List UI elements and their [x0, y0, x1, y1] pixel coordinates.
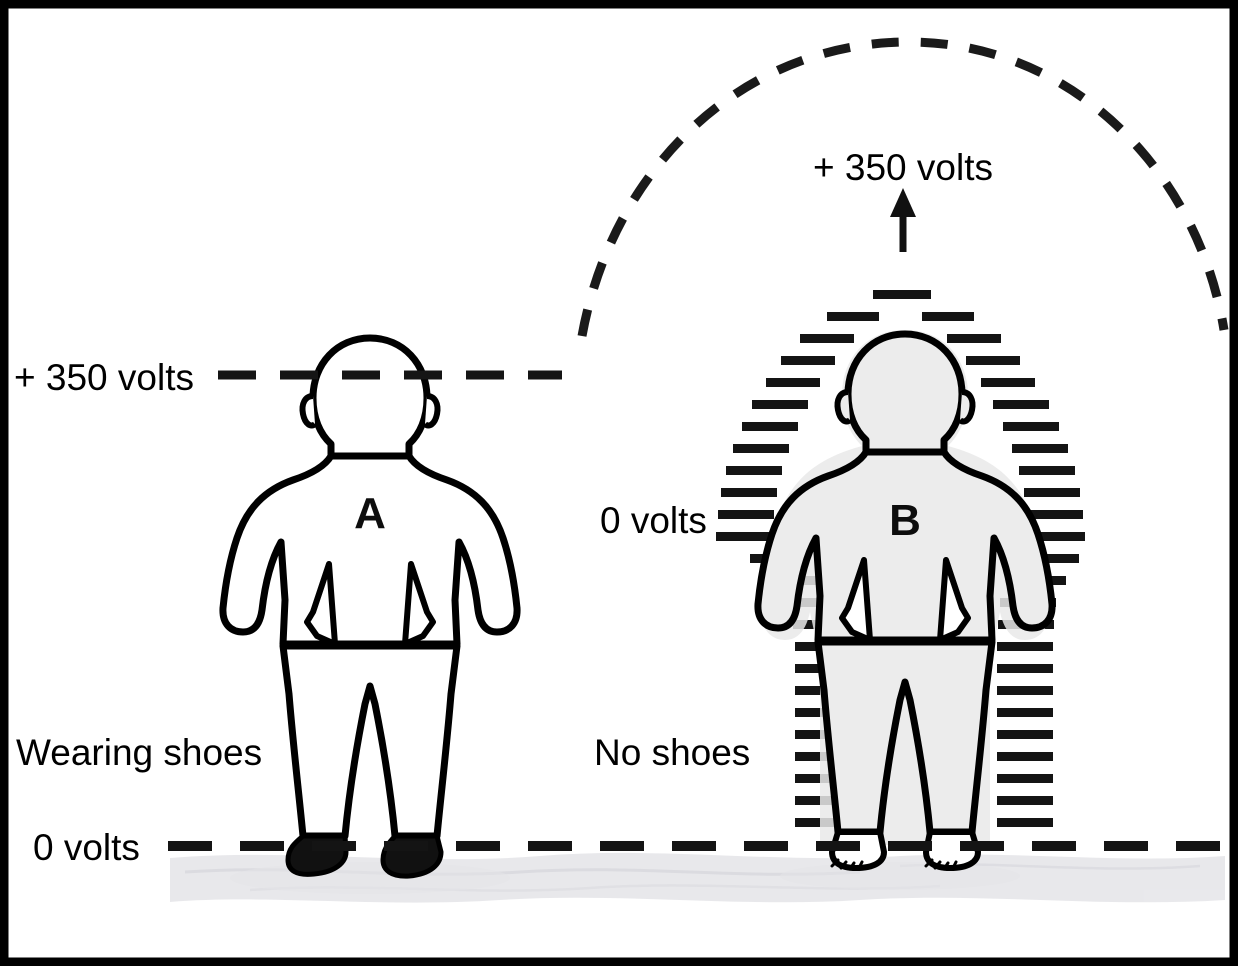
up-arrow-icon [890, 188, 916, 252]
dashed-arc-icon [577, 37, 1229, 337]
right-voltage-top-label: + 350 volts [813, 147, 993, 188]
left-voltage-ground-label: 0 volts [33, 827, 140, 868]
left-voltage-top-label: + 350 volts [14, 357, 194, 398]
right-footwear-label: No shoes [594, 732, 750, 773]
left-footwear-label: Wearing shoes [16, 732, 262, 773]
person-a-letter: A [354, 489, 386, 538]
person-silhouette-icon: B [754, 330, 1056, 871]
right-voltage-body-label: 0 volts [600, 500, 707, 541]
person-silhouette-icon: A [219, 334, 521, 879]
person-b-letter: B [889, 496, 921, 545]
